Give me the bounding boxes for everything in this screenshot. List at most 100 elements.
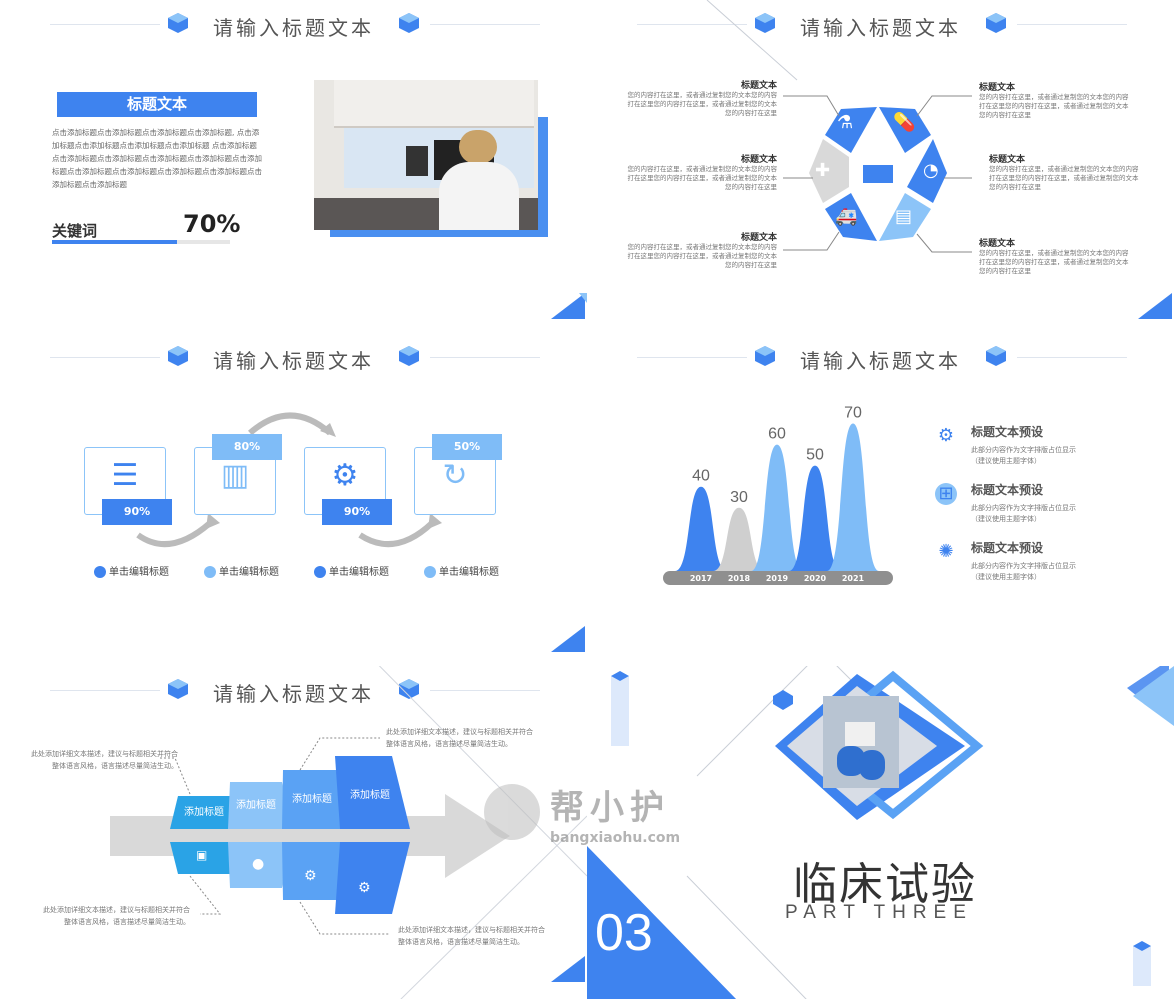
body-text: 点击添加标题点击添加标题点击添加标题点击添加标题, 点击添加标题点击添加标题点击… [52,128,262,189]
slide-title: 请输入标题文本 [800,16,961,40]
progress-track [52,240,230,244]
clipboard-icon: ▤ [895,206,913,227]
item-title: 标题文本 [989,155,1026,165]
fishbone-diagram [110,666,587,999]
section-subtitle: PART THREE [785,902,973,923]
feature-title: 标题文本预设 [971,483,1044,497]
aperture-icon: ✺ [935,541,957,563]
text-item: 标题文本您的内容打在这里，或者通过复制您的文本您的内容打在这里您的内容打在这里，… [979,80,1129,120]
item-desc: 您的内容打在这里，或者通过复制您的文本您的内容打在这里您的内容打在这里，或者通过… [627,243,778,269]
value-label: 40 [692,468,710,485]
value-label: 60 [768,426,786,443]
flow-arrows [136,412,442,548]
bullet-dot [424,566,436,578]
feature-desc: 此部分内容作为文字排版占位显示 （建议使用主题字体） [971,562,1076,581]
slide-title: 请输入标题文本 [800,349,961,373]
bullet-dot [204,566,216,578]
slide-6[interactable]: 03 临床试验 PART THREE [587,666,1174,999]
watermark-name: 帮小护 [550,788,670,828]
note-text: 此处添加详细文本描述，建议与标题相关并符合整体语言风格，语言描述尽量简洁生动。 [43,906,190,926]
fishbone-label: 添加标题 [236,800,276,811]
lab-photo [314,80,538,230]
text-item: 标题文本您的内容打在这里，或者通过复制您的文本您的内容打在这里您的内容打在这里，… [627,152,778,192]
cube-icon [168,679,188,699]
value-label: 70 [844,405,862,422]
cube-icon [399,679,419,699]
item-title: 标题文本 [740,233,777,243]
item-desc: 您的内容打在这里，或者通过复制您的文本您的内容打在这里您的内容打在这里，或者通过… [627,165,778,191]
peak-mark [751,444,803,571]
chart-baseline [663,571,893,585]
item-desc: 您的内容打在这里，或者通过复制您的文本您的内容打在这里您的内容打在这里，或者通过… [989,165,1139,191]
corner-triangle [1138,293,1172,319]
feature-title: 标题文本预设 [971,425,1044,439]
cube-icon [399,346,419,366]
fishbone-label: 添加标题 [184,807,224,818]
cube-icon [168,346,188,366]
slide-5[interactable]: 请输入标题文本 添加标题 添加标题 添加标题 添加标题 ▣ ● ⚙ ⚙ 此处添加… [0,666,587,999]
step-value: 80% [212,434,282,460]
slide-title: 请输入标题文本 [213,349,374,373]
bullet-dot [314,566,326,578]
item-title: 标题文本 [740,81,777,91]
watermark-url: bangxiaohu.com [550,830,681,846]
step-label-text: 单击编辑标题 [329,567,389,578]
calendar-icon: ▣ [196,848,208,862]
refresh-icon: ↻ [442,458,468,493]
watermark: 帮小护 bangxiaohu.com [484,780,704,850]
keyword-label: 关键词 [52,222,98,240]
category-label: 2017 [690,574,712,583]
category-label: 2020 [804,574,827,583]
note-text: 此处添加详细文本描述，建议与标题相关并符合整体语言风格，语言描述尽量简洁生动。 [386,728,533,748]
cube-icon [168,13,188,33]
item-title: 标题文本 [740,155,777,165]
slide-title: 请输入标题文本 [213,682,374,706]
chat-icon: ● [252,856,265,872]
category-label: 2021 [842,574,865,583]
feature-desc: 此部分内容作为文字排版占位显示 （建议使用主题字体） [971,446,1076,465]
section-number: 03 [595,904,653,962]
category-label: 2018 [728,574,751,583]
text-item: 标题文本您的内容打在这里，或者通过复制您的文本您的内容打在这里您的内容打在这里，… [979,236,1129,276]
text-item: 标题文本您的内容打在这里，或者通过复制您的文本您的内容打在这里您的内容打在这里，… [627,230,778,270]
peak-mark [675,486,727,571]
step-label: 单击编辑标题 [314,563,389,578]
watermark-logo [484,784,540,840]
cube-icon [755,13,775,33]
text-item: 标题文本您的内容打在这里，或者通过复制您的文本您的内容打在这里您的内容打在这里，… [989,152,1139,192]
connector-lines [706,0,972,253]
text-item: 标题文本您的内容打在这里，或者通过复制您的文本您的内容打在这里您的内容打在这里，… [627,78,778,118]
feature-desc: 此部分内容作为文字排版占位显示 （建议使用主题字体） [971,504,1076,523]
pie-icon: ◔ [923,160,939,181]
peak-mark [789,465,841,571]
slide-1[interactable]: 请输入标题文本 标题文本 点击添加标题点击添加标题点击添加标题点击添加标题, 点… [0,0,587,333]
step-label: 单击编辑标题 [424,563,499,578]
item-desc: 您的内容打在这里，或者通过复制您的文本您的内容打在这里您的内容打在这里，或者通过… [979,249,1129,275]
feature-title: 标题文本预设 [971,541,1044,555]
step-label-text: 单击编辑标题 [439,567,499,578]
slide-2[interactable]: 请输入标题文本 ⚗ 💊 ◔ ▤ 🚑 ✚ 标题文本您的内容打在这里，或者通过复制您… [587,0,1174,333]
pills-icon: 💊 [893,112,916,133]
gear-icon: ⚙ [935,425,957,447]
fishbone-label: 添加标题 [350,790,390,801]
fishbone-label: 添加标题 [292,794,332,805]
settings-icon: ⚙ [358,880,371,896]
value-label: 50 [806,447,824,464]
item-title: 标题文本 [979,239,1016,249]
gloves-photo [823,696,899,788]
step-label-text: 单击编辑标题 [109,567,169,578]
step-label: 单击编辑标题 [94,563,169,578]
step-label: 单击编辑标题 [204,563,279,578]
hexagon-wheel [809,107,947,241]
slide-3[interactable]: 请输入标题文本 ☰90%单击编辑标题▥80%单击编辑标题⚙90%单击编辑标题↻5… [0,333,587,666]
corner-triangle [551,626,585,652]
item-title: 标题文本 [979,83,1016,93]
note-text: 此处添加详细文本描述，建议与标题相关并符合整体语言风格，语言描述尽量简洁生动。 [398,926,545,946]
step-label-text: 单击编辑标题 [219,567,279,578]
slide-header: 请输入标题文本 [0,345,587,373]
item-desc: 您的内容打在这里，或者通过复制您的文本您的内容打在这里您的内容打在这里，或者通过… [627,91,778,117]
category-label: 2019 [766,574,789,583]
bullet-dot [94,566,106,578]
